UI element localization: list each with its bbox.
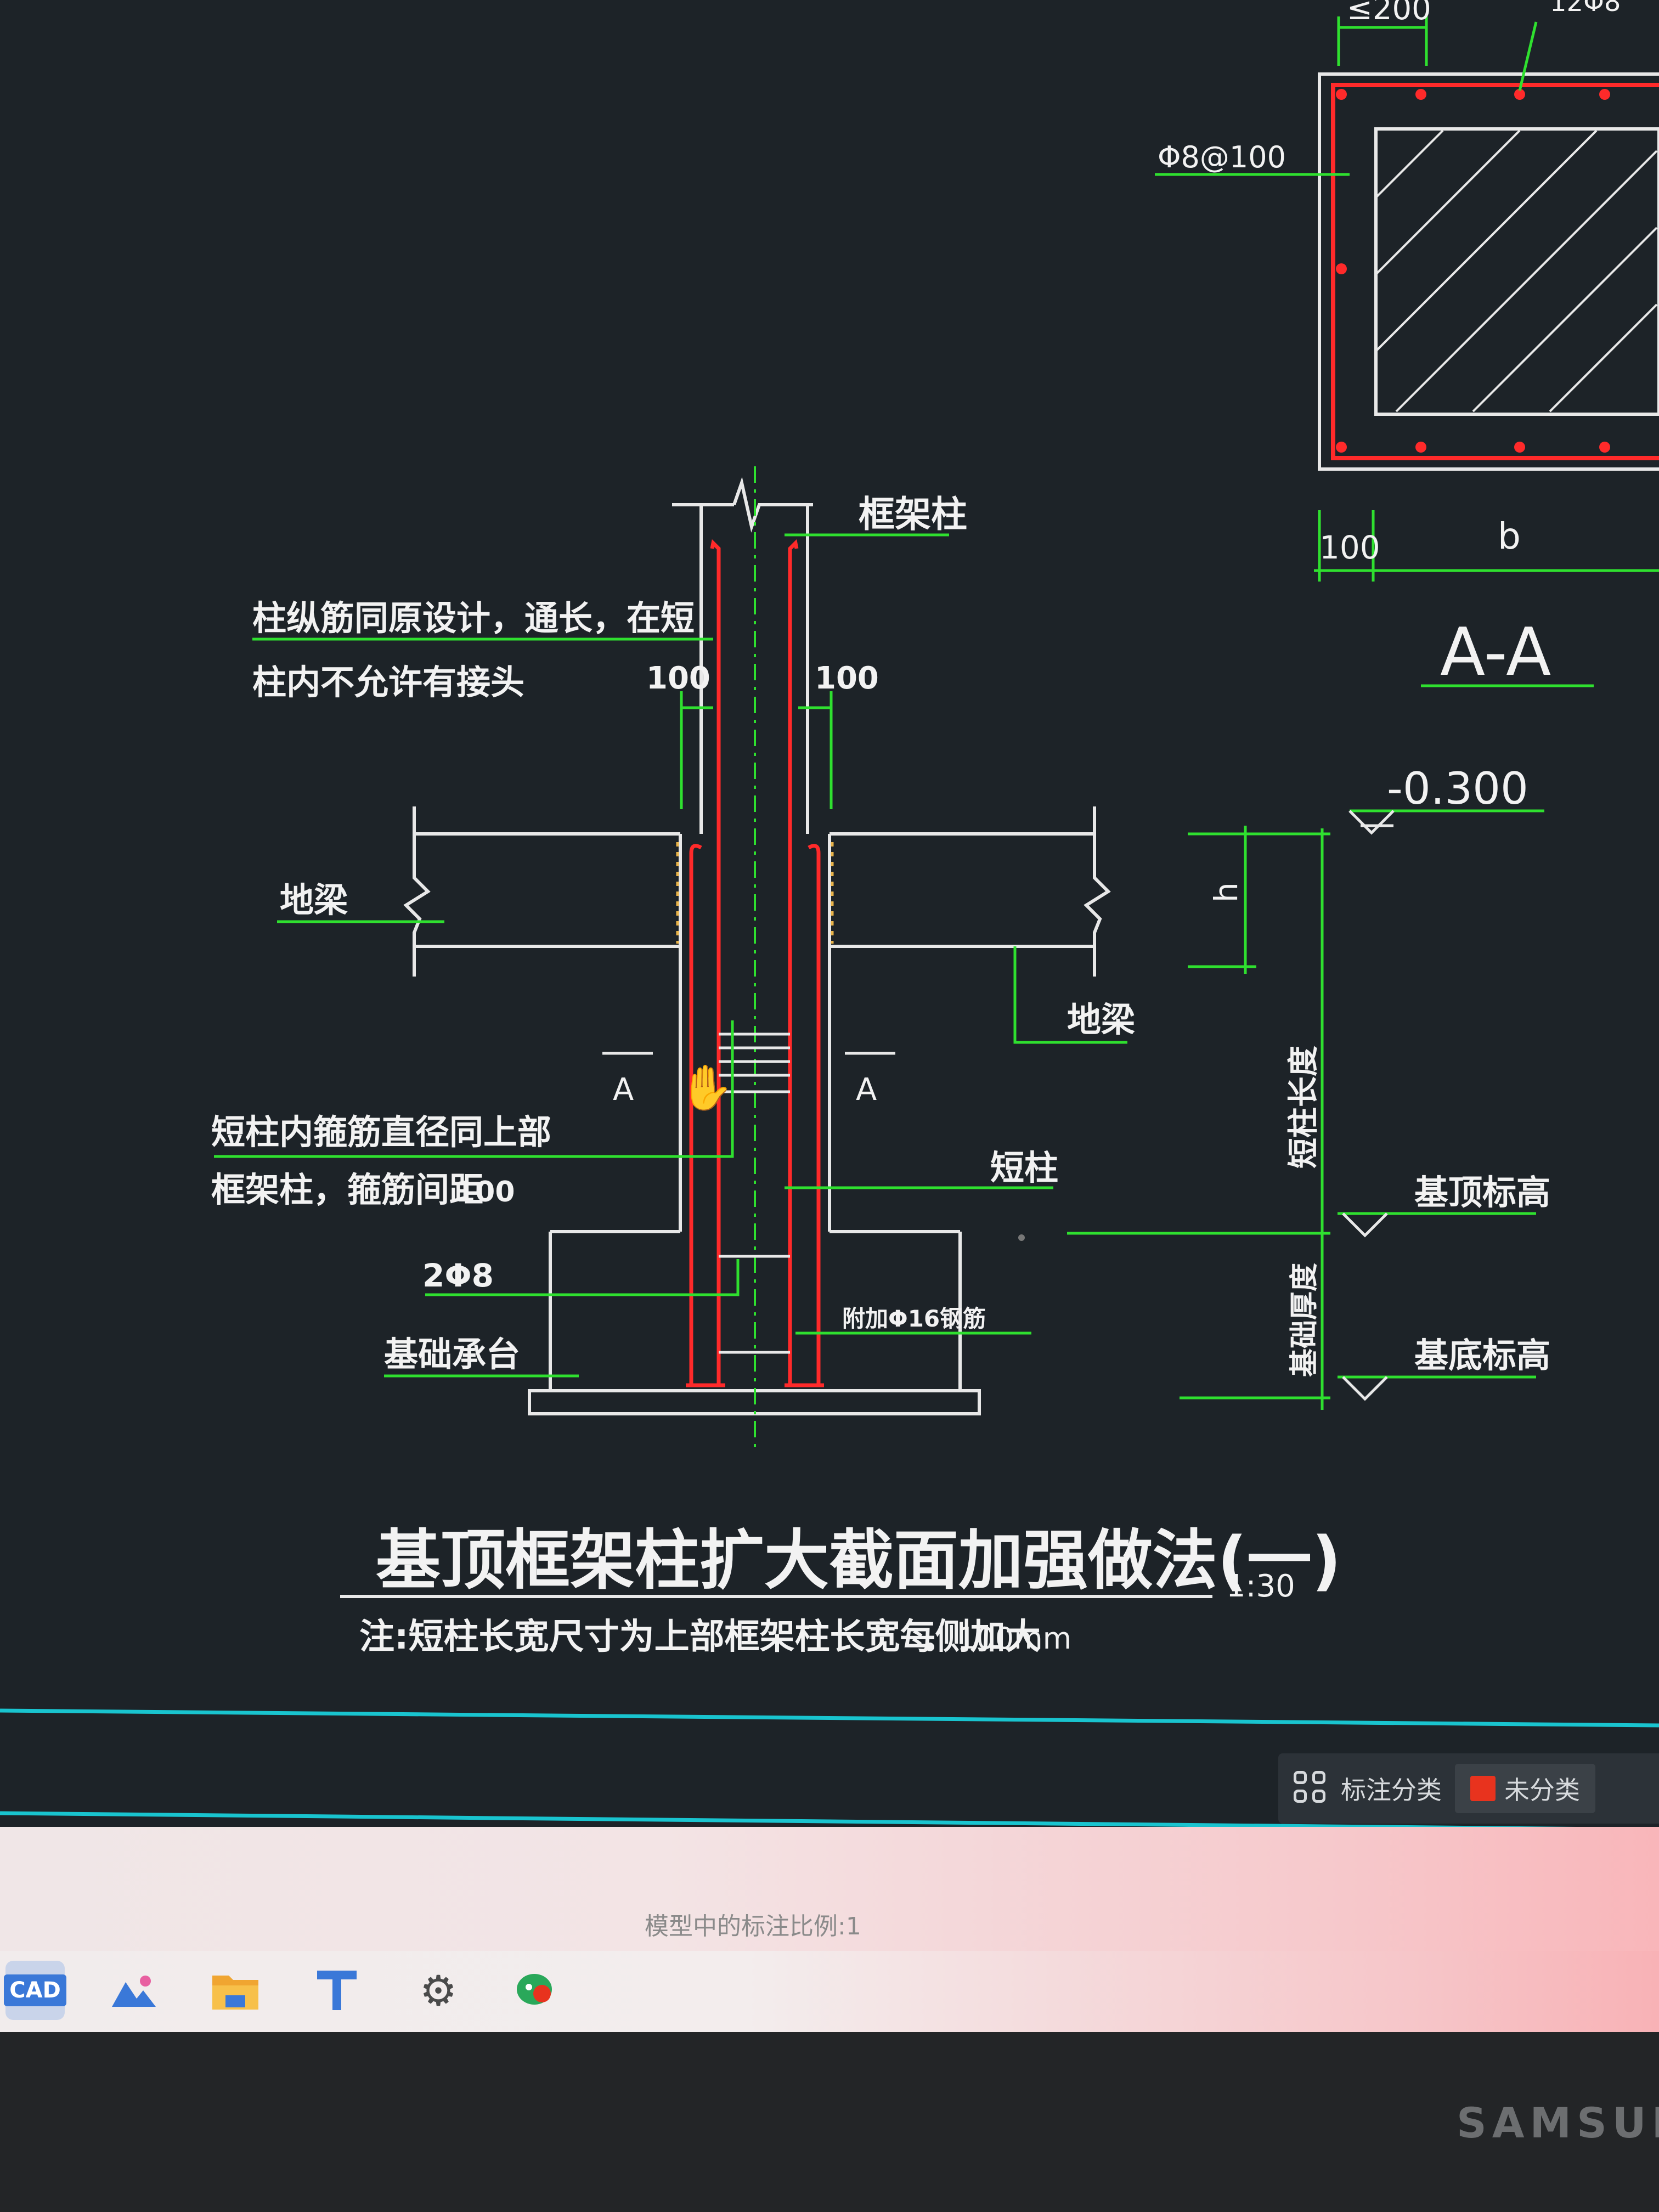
note-dot (926, 1643, 934, 1651)
elevation-markers (1342, 810, 1395, 1401)
unclassified-button[interactable]: 未分类 (1455, 1764, 1595, 1813)
label-rebar-note-2: 柱内不允许有接头 (252, 662, 524, 702)
viewport-edge-bottom (0, 1811, 1576, 1827)
label-dim-h: h (1207, 882, 1245, 902)
viewport-edge-top (0, 1708, 1659, 1728)
annotation-category-button[interactable]: 标注分类 (1294, 1770, 1442, 1807)
cad-model-space[interactable]: ✋ (0, 0, 1659, 1827)
label-section-mark-right: A (856, 1072, 877, 1108)
label-elevation-top: -0.300 (1387, 763, 1528, 814)
cad-app-label: CAD (4, 1974, 66, 2006)
label-short-column-length: 短柱长度 (1286, 1046, 1322, 1169)
label-foundation-cap: 基础承台 (384, 1334, 520, 1374)
label-rebar-note-1: 柱纵筋同原设计，通长，在短 (252, 598, 695, 638)
status-bar (0, 1827, 1659, 1953)
taskbar: CAD ⚙ (0, 1951, 1659, 2032)
label-frame-column: 框架柱 (859, 493, 967, 535)
label-short-column-rebar-2: 框架柱，箍筋间距 (211, 1170, 483, 1210)
hand-cursor-icon: ✋ (679, 1062, 734, 1113)
grid-icon (1294, 1771, 1329, 1806)
label-dim-100-left: 100 (646, 661, 710, 696)
label-short-column: 短柱 (990, 1148, 1058, 1188)
beam-joint-marks (676, 842, 834, 944)
rebar (686, 539, 824, 1387)
label-dim-100-right: 100 (815, 661, 879, 696)
annotation-category-label: 标注分类 (1341, 1775, 1442, 1805)
annotation-category-panel: 标注分类 未分类 (1278, 1753, 1659, 1824)
leader-lines (214, 533, 1127, 1378)
stirrups (719, 1032, 790, 1354)
label-note-value: 100mm (957, 1621, 1071, 1656)
section-aa (1155, 16, 1659, 687)
text-tool-icon[interactable] (307, 1961, 366, 2020)
label-section-bars: 12Φ8 (1550, 0, 1621, 18)
label-section-dim-100: 100 (1319, 529, 1380, 566)
photo-app-icon[interactable] (104, 1961, 163, 2020)
label-bar-2phi8: 2Φ8 (422, 1257, 494, 1294)
label-section-title: A-A (1440, 614, 1551, 691)
label-added-bar: 附加Φ16钢筋 (842, 1305, 986, 1332)
label-scale: 1:30 (1226, 1568, 1295, 1604)
label-section-mark-left: A (613, 1072, 634, 1108)
stray-dot (1018, 1234, 1025, 1241)
settings-gear-icon[interactable]: ⚙ (419, 1966, 458, 2015)
label-ground-beam-left: 地梁 (280, 880, 348, 920)
label-note: 注:短柱长宽尺寸为上部框架柱长宽每侧加大 (359, 1617, 1041, 1657)
chat-app-icon[interactable] (507, 1961, 567, 2020)
label-foundation-top-elev: 基顶标高 (1414, 1172, 1550, 1212)
monitor-bezel (0, 2032, 1659, 2212)
label-section-stirrup: Φ8@100 (1158, 140, 1286, 174)
unclassified-color-icon (1470, 1776, 1496, 1801)
drawing-main-title: 基顶框架柱扩大截面加强做法(一) (376, 1522, 1341, 1598)
annotation-scale-status[interactable]: 模型中的标注比例:1 (645, 1912, 861, 1940)
label-foundation-bottom-elev: 基底标高 (1414, 1335, 1550, 1375)
cad-app-icon[interactable]: CAD (4, 1961, 66, 2020)
label-stirrup-spacing: 100 (455, 1176, 515, 1209)
monitor-brand-logo: SAMSUNG (1457, 2098, 1659, 2147)
label-section-dim-200: ≤200 (1347, 0, 1431, 27)
label-short-column-rebar-1: 短柱内箍筋直径同上部 (211, 1112, 551, 1152)
folder-icon[interactable] (206, 1961, 265, 2020)
label-section-dim-b: b (1498, 515, 1521, 557)
label-foundation-thickness: 基础厚度 (1288, 1263, 1321, 1377)
cad-drawing: ✋ (0, 0, 1659, 1827)
label-ground-beam-right: 地梁 (1067, 1000, 1135, 1040)
unclassified-label: 未分类 (1504, 1775, 1580, 1805)
elevation-dimension (1067, 809, 1544, 1410)
